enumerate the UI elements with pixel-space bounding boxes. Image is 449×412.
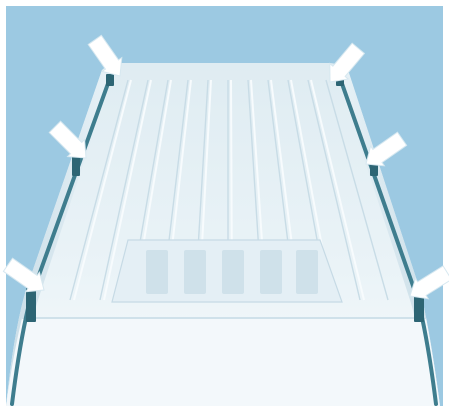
roof-rear-edge <box>6 318 440 406</box>
